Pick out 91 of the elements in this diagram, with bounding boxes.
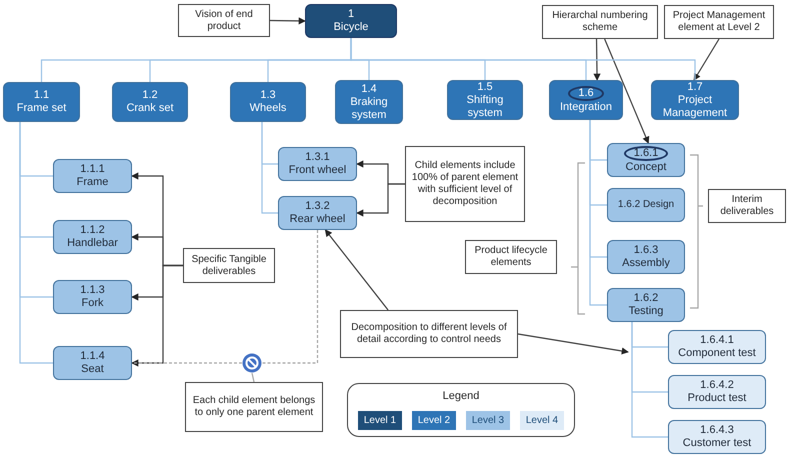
element-name: Braking system <box>349 96 389 122</box>
wbs-element-box <box>230 82 306 122</box>
wbs-element-box <box>668 330 766 364</box>
wbs-element-box <box>278 147 357 181</box>
element-number: 1.6.3 <box>634 244 658 257</box>
element-name: Component test <box>678 347 756 360</box>
wbs-element-box <box>668 375 766 409</box>
arrow <box>270 17 306 24</box>
wbs-element-box <box>53 220 132 254</box>
wbs-element-box <box>53 159 132 193</box>
arrow <box>356 183 405 217</box>
element-name: Concept <box>626 161 666 174</box>
element-number: 1.5 <box>477 80 493 94</box>
element-name: Shifting system <box>466 94 504 120</box>
element-number: 1.6.4.3 <box>700 424 734 437</box>
arrow <box>593 39 601 81</box>
arrow <box>131 264 183 367</box>
element-name: Integration <box>560 101 612 114</box>
element-name: Wheels <box>250 102 286 115</box>
wbs-element-box <box>447 80 523 120</box>
arrow <box>324 229 389 310</box>
element-number: 1.1 <box>34 89 50 102</box>
wbs-element-box <box>607 143 685 177</box>
element-number: 1.3.1 <box>305 151 330 164</box>
wbs-element-box <box>651 80 739 120</box>
callout-box: Child elements include 100% of parent element with sufficient level of decomposition <box>405 146 525 222</box>
callout-box: Vision of end product <box>178 4 270 37</box>
wbs-element-box <box>278 196 357 230</box>
element-number: 1 <box>348 8 354 21</box>
element-number: 1.6.1 <box>624 146 668 161</box>
connector-line <box>251 372 255 382</box>
callout-box: Decomposition to different levels of detail according to control needs <box>340 310 518 358</box>
element-number: 1.6 <box>568 86 604 101</box>
element-name: Bicycle <box>334 21 368 34</box>
connector-line <box>350 38 696 80</box>
element-number: 1.1.1 <box>80 163 105 176</box>
element-number: 1.2 <box>142 89 158 102</box>
element-name: Product test <box>688 392 746 405</box>
element-name: Rear wheel <box>290 213 346 226</box>
wbs-element-box <box>305 4 397 38</box>
wbs-element-box <box>607 288 685 322</box>
wbs-element-box <box>53 280 132 314</box>
element-number: 1.7 <box>687 80 703 94</box>
callout-box: Hierarchal numbering scheme <box>542 5 658 39</box>
legend-swatch: Level 1 <box>358 410 402 430</box>
wbs-element-box <box>3 82 80 122</box>
arrow <box>694 38 720 81</box>
element-number: 1.4 <box>361 82 377 96</box>
wbs-element-box <box>668 420 766 454</box>
element-number: 1.3 <box>260 89 276 102</box>
wbs-element-box <box>549 80 623 120</box>
legend-swatch: Level 2 <box>412 410 456 430</box>
element-name: Fork <box>82 297 104 310</box>
wbs-element-box <box>335 80 403 124</box>
element-number: 1.6.4.1 <box>700 334 734 347</box>
connector-line <box>631 322 668 438</box>
element-name: Crank set <box>126 102 174 115</box>
element-number: 1.3.2 <box>305 200 330 213</box>
connector-line <box>19 122 53 364</box>
element-number: 1.6.4.2 <box>700 379 734 392</box>
connector-line <box>261 122 278 214</box>
callout-box: Each child element belongs to only one parent element <box>185 382 323 432</box>
callout-box: Interim deliverables <box>708 189 786 223</box>
element-name: Project Management <box>662 94 728 120</box>
element-name: Handlebar <box>67 237 118 250</box>
wbs-element-box <box>607 240 685 274</box>
wbs-element-box <box>53 346 132 380</box>
element-name: Frame <box>76 176 108 189</box>
wbs-element-box <box>112 82 188 122</box>
element-name: Front wheel <box>288 164 346 177</box>
callout-box: Project Management element at Level 2 <box>664 5 774 39</box>
element-name: Seat <box>81 363 104 376</box>
arrow <box>604 38 650 144</box>
legend-title: Legend <box>442 389 480 404</box>
connector-line <box>262 230 318 364</box>
connector-line <box>589 120 607 306</box>
element-number: 1.1.3 <box>80 284 105 297</box>
legend-swatch: Level 4 <box>520 410 564 430</box>
connector-line <box>132 362 242 364</box>
element-number: 1.6.2 <box>634 292 658 305</box>
element-number: 1.1.4 <box>80 350 105 363</box>
legend-swatch: Level 3 <box>466 410 510 430</box>
element-number: 1.1.2 <box>80 224 105 237</box>
element-name: Customer test <box>682 437 752 450</box>
arrow <box>518 333 629 355</box>
callout-box: Specific Tangible deliverables <box>183 248 275 283</box>
callout-box: Product lifecycle elements <box>465 240 557 274</box>
element-name: Assembly <box>622 257 670 270</box>
element-name: Testing <box>628 305 664 318</box>
element-name: Frame set <box>16 102 66 115</box>
wbs-element-box: 1.6.2 Design <box>607 188 685 222</box>
